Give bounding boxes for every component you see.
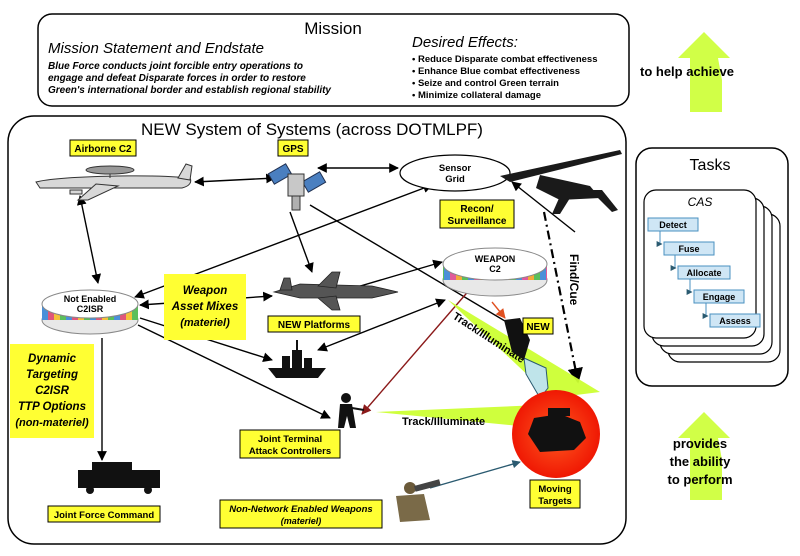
sensor-grid: Sensor Grid xyxy=(399,154,511,192)
label-gps: GPS xyxy=(277,139,309,157)
svg-text:GPS: GPS xyxy=(282,144,303,155)
tasks-title: Tasks xyxy=(690,157,731,174)
not-enabled-c2isr-ring-icon: Not Enabled C2ISR xyxy=(41,289,139,335)
effect-item-4: • Minimize collateral damage xyxy=(412,90,541,101)
label-new-platforms: NEW Platforms xyxy=(267,315,361,333)
svg-text:Joint Terminal: Joint Terminal xyxy=(258,434,322,445)
mission-box: Mission Mission Statement and Endstate B… xyxy=(37,13,630,107)
weapon-shot-line xyxy=(429,460,521,489)
svg-text:Targets: Targets xyxy=(538,496,572,507)
svg-text:Moving: Moving xyxy=(538,484,571,495)
svg-text:TTP Options: TTP Options xyxy=(18,401,86,413)
sensor-grid-label-2: Grid xyxy=(445,174,465,185)
label-joint-force-command: Joint Force Command xyxy=(47,505,161,523)
effect-item-2: • Enhance Blue combat effectiveness xyxy=(412,66,580,77)
weapon-c2-label-1: WEAPON xyxy=(475,254,516,264)
svg-text:Targeting: Targeting xyxy=(26,369,78,381)
svg-text:(materiel): (materiel) xyxy=(281,516,322,526)
svg-text:Detect: Detect xyxy=(659,220,687,230)
svg-text:Non-Network Enabled Weapons: Non-Network Enabled Weapons xyxy=(229,504,372,515)
label-non-network-weapons: Non-Network Enabled Weapons (materiel) xyxy=(219,499,383,529)
moving-target-zone xyxy=(512,390,600,478)
effect-item-3: • Seize and control Green terrain xyxy=(412,78,559,89)
recon-drone-icon xyxy=(500,150,622,214)
provides-label-3: to perform xyxy=(668,472,733,487)
label-recon-surveillance: Recon/ Surveillance xyxy=(439,199,515,229)
sensor-grid-label-1: Sensor xyxy=(439,163,472,174)
svg-text:Dynamic: Dynamic xyxy=(28,353,77,365)
gps-satellite-icon xyxy=(267,163,327,211)
desired-effects-heading: Desired Effects: xyxy=(412,34,518,51)
label-weapon-asset-mixes: Weapon Asset Mixes (materiel) xyxy=(164,274,246,340)
svg-text:Asset Mixes: Asset Mixes xyxy=(171,301,238,313)
weapon-c2-ring-icon: WEAPON C2 xyxy=(442,247,548,297)
find-cue-label: Find/Cue xyxy=(567,254,581,306)
fighter-jet-icon xyxy=(272,271,399,311)
task-step-assess: Assess xyxy=(709,313,761,328)
sos-title: NEW System of Systems (across DOTMLPF) xyxy=(141,120,483,139)
mission-statement-line-3: Green's international border and establi… xyxy=(48,85,331,96)
svg-text:Joint Force Command: Joint Force Command xyxy=(54,510,154,521)
help-achieve-label: to help achieve xyxy=(640,64,734,79)
warship-icon xyxy=(268,340,326,378)
airborne-c2-plane-icon xyxy=(35,163,193,201)
mission-statement-heading: Mission Statement and Endstate xyxy=(48,40,264,57)
label-jtac: Joint Terminal Attack Controllers xyxy=(239,429,341,459)
svg-text:Surveillance: Surveillance xyxy=(448,216,507,227)
weapons-soldier-icon xyxy=(396,479,441,522)
command-vehicle-icon xyxy=(78,462,160,494)
label-airborne-c2: Airborne C2 xyxy=(69,139,137,157)
not-enabled-label-2: C2ISR xyxy=(77,304,104,314)
svg-text:Allocate: Allocate xyxy=(686,268,721,278)
task-step-detect: Detect xyxy=(647,217,699,232)
provides-ability-arrow: provides the ability to perform xyxy=(668,412,733,500)
svg-text:Weapon: Weapon xyxy=(183,285,228,297)
label-new: NEW xyxy=(522,317,554,335)
svg-text:C2ISR: C2ISR xyxy=(35,385,70,397)
svg-text:Assess: Assess xyxy=(719,316,751,326)
svg-text:Airborne C2: Airborne C2 xyxy=(74,144,132,155)
task-step-allocate: Allocate xyxy=(677,265,731,280)
svg-text:Engage: Engage xyxy=(703,292,736,302)
svg-text:Attack Controllers: Attack Controllers xyxy=(249,446,331,457)
svg-text:(materiel): (materiel) xyxy=(180,317,230,329)
svg-text:NEW: NEW xyxy=(526,322,550,333)
svg-text:(non-materiel): (non-materiel) xyxy=(15,417,89,429)
track-illuminate-label-2: Track/Illuminate xyxy=(402,416,485,428)
effect-item-1: • Reduce Disparate combat effectiveness xyxy=(412,54,597,65)
help-achieve-arrow: to help achieve xyxy=(640,32,734,112)
mission-statement-line-1: Blue Force conducts joint forcible entry… xyxy=(48,61,303,72)
svg-text:Fuse: Fuse xyxy=(678,244,699,254)
task-step-fuse: Fuse xyxy=(663,241,715,256)
task-step-engage: Engage xyxy=(693,289,745,304)
weapon-to-new-arrow xyxy=(491,301,506,319)
track-arrow-dark-red xyxy=(361,279,479,415)
svg-text:Recon/: Recon/ xyxy=(460,204,494,215)
jtac-soldier-icon xyxy=(338,393,365,428)
mission-title: Mission xyxy=(304,19,362,38)
label-dynamic-targeting: Dynamic Targeting C2ISR TTP Options (non… xyxy=(10,344,94,438)
not-enabled-label-1: Not Enabled xyxy=(64,294,117,304)
mission-statement-line-2: engage and defeat Disparate forces in or… xyxy=(48,73,306,84)
provides-label-1: provides xyxy=(673,436,727,451)
label-moving-targets: Moving Targets xyxy=(529,479,581,509)
svg-text:NEW Platforms: NEW Platforms xyxy=(278,320,351,331)
provides-label-2: the ability xyxy=(670,454,731,469)
weapon-c2-label-2: C2 xyxy=(489,264,501,274)
cas-card-title: CAS xyxy=(688,195,713,209)
tasks-box: Tasks CAS Detect Fuse Allocate Engage As… xyxy=(635,147,789,387)
